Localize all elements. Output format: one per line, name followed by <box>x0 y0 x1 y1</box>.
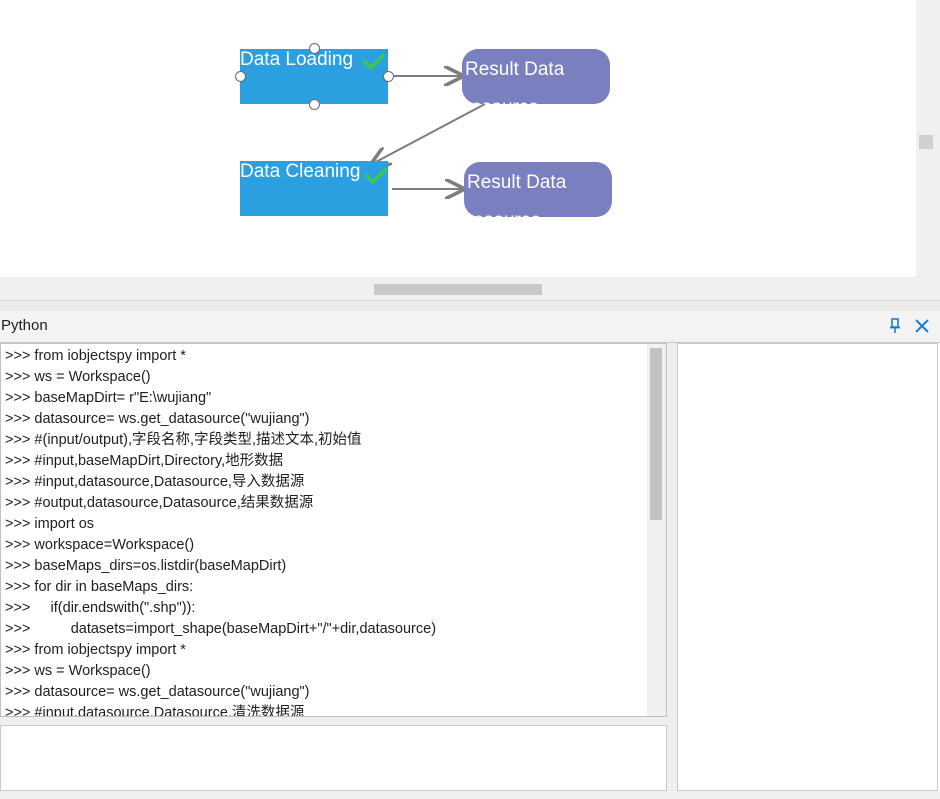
code-line: >>> datasource= ws.get_datasource("wujia… <box>5 411 310 427</box>
node-label: Result Data resource <box>465 59 565 104</box>
code-line: >>> datasource= ws.get_datasource("wujia… <box>5 684 310 700</box>
connector-result-to-cleaning[interactable] <box>372 103 486 164</box>
workflow-canvas[interactable]: Data Loading Result Data resource Data C… <box>0 0 916 277</box>
node-data-loading[interactable]: Data Loading <box>240 49 388 104</box>
console-splitter[interactable] <box>0 717 667 725</box>
resize-handle-right[interactable] <box>383 71 394 82</box>
panel-splitter[interactable] <box>0 300 940 311</box>
resize-handle-bottom[interactable] <box>309 99 320 110</box>
code-line: >>> workspace=Workspace() <box>5 537 195 553</box>
canvas-vertical-scrollbar[interactable] <box>916 0 940 277</box>
node-label: Result Data resource <box>467 172 567 217</box>
code-line: >>> #input,datasource,Datasource,清洗数据源 <box>5 705 305 717</box>
code-line: >>> datasets=import_shape(baseMapDirt+"/… <box>5 621 437 637</box>
node-data-cleaning[interactable]: Data Cleaning <box>240 161 388 216</box>
console-vertical-scrollbar[interactable] <box>647 344 666 716</box>
node-label: Data Loading <box>240 49 354 70</box>
connector-layer <box>0 0 486 277</box>
python-panel-header: Python <box>0 311 940 343</box>
node-result-data-resource-1[interactable]: Result Data resource <box>462 49 610 104</box>
check-icon <box>365 168 387 184</box>
scrollbar-thumb[interactable] <box>919 135 933 149</box>
code-line: >>> ws = Workspace() <box>5 663 151 679</box>
node-label: Data Cleaning <box>240 161 361 182</box>
code-lines: >>> from iobjectspy import * >>> ws = Wo… <box>5 346 437 717</box>
code-line: >>> #input,datasource,Datasource,导入数据源 <box>5 474 305 490</box>
pin-icon[interactable] <box>888 318 902 334</box>
scrollbar-thumb[interactable] <box>374 284 542 295</box>
bottom-frame <box>0 791 940 799</box>
side-splitter[interactable] <box>667 343 677 799</box>
scrollbar-thumb[interactable] <box>650 348 662 520</box>
code-line: >>> baseMaps_dirs=os.listdir(baseMapDirt… <box>5 558 287 574</box>
python-command-input[interactable] <box>0 725 667 791</box>
code-line: >>> if(dir.endswith(".shp")): <box>5 600 196 616</box>
code-line: >>> #(input/output),字段名称,字段类型,描述文本,初始值 <box>5 432 362 448</box>
python-console-output[interactable]: >>> from iobjectspy import * >>> ws = Wo… <box>0 343 667 717</box>
panel-title: Python <box>1 317 48 334</box>
code-line: >>> #output,datasource,Datasource,结果数据源 <box>5 495 314 511</box>
code-line: >>> #input,baseMapDirt,Directory,地形数据 <box>5 453 284 469</box>
code-line: >>> from iobjectspy import * <box>5 348 186 364</box>
code-line: >>> from iobjectspy import * <box>5 642 186 658</box>
resize-handle-top[interactable] <box>309 43 320 54</box>
python-side-panel <box>677 343 938 791</box>
resize-handle-left[interactable] <box>235 71 246 82</box>
check-icon <box>363 54 385 70</box>
canvas-horizontal-scrollbar[interactable] <box>0 277 940 300</box>
code-line: >>> import os <box>5 516 95 532</box>
code-line: >>> baseMapDirt= r"E:\wujiang" <box>5 390 212 406</box>
node-result-data-resource-2[interactable]: Result Data resource <box>464 162 612 217</box>
code-line: >>> for dir in baseMaps_dirs: <box>5 579 194 595</box>
code-line: >>> ws = Workspace() <box>5 369 151 385</box>
close-icon[interactable] <box>914 318 930 334</box>
